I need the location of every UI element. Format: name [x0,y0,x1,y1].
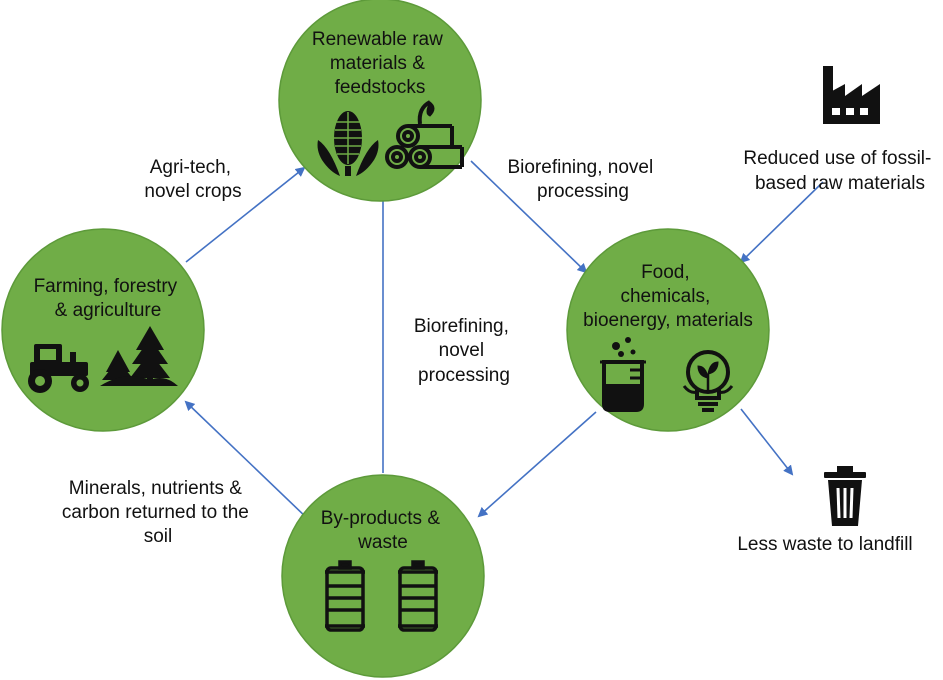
node-circle [1,228,205,432]
edge-label-agritech: Agri-tech, novel crops [144,157,241,202]
node-byproducts: By-products & waste [281,474,485,678]
label-line: novel crops [144,181,241,202]
label-line: Reduced use of fossil- [743,148,931,169]
label-line: feedstocks [335,77,426,98]
node-products: Food, chemicals, bioenergy, materials [566,228,770,432]
arrow-farming-to-renewable [185,166,306,263]
node-circle [281,474,485,678]
edge-label-biorefining-top: Biorefining, novel processing [507,157,658,202]
arrow-fossil-to-products [739,181,824,264]
edge-label-biorefining-center: Biorefining, novel processing [414,316,514,386]
label-line: Biorefining, [414,316,509,337]
node-label: By-products & waste [321,508,446,553]
trees-icon [100,326,178,386]
label-line: waste [357,532,408,553]
node-label: Farming, forestry & agriculture [34,276,183,321]
label-line: Less waste to landfill [737,534,912,555]
trash-bin-icon [824,466,866,526]
arrow-products-to-landfill [740,408,794,476]
external-landfill: Less waste to landfill [737,466,913,555]
label-line: materials & [330,53,425,74]
label-line: Farming, forestry [34,276,178,297]
label-line: bioenergy, materials [583,310,753,331]
barrel-icon [398,560,438,632]
tractor-icon [28,344,89,393]
node-label: Renewable raw materials & feedstocks [312,29,448,98]
label-line: & agriculture [55,300,162,321]
node-circle [566,228,770,432]
label-line: Food, [641,262,690,283]
flow-arrows [184,160,824,521]
node-farming: Farming, forestry & agriculture [1,228,205,432]
label-line: carbon returned to the [62,502,249,523]
node-renewable: Renewable raw materials & feedstocks [278,0,482,202]
node-circle [278,0,482,202]
label-line: Biorefining, novel [507,157,653,178]
label-line: Minerals, nutrients & [69,478,243,499]
label-line: processing [418,365,510,386]
fossil-label: Reduced use of fossil- based raw materia… [743,148,936,194]
node-label: Food, chemicals, bioenergy, materials [583,262,753,331]
beaker-icon [600,337,646,412]
arrow-byproducts-to-farming [184,400,310,521]
label-line: By-products & [321,508,441,529]
edge-label-minerals: Minerals, nutrients & carbon returned to… [62,478,254,547]
landfill-label: Less waste to landfill [737,534,912,555]
label-line: Agri-tech, [150,157,231,178]
label-line: chemicals, [620,286,710,307]
lightbulb-icon [682,350,734,412]
corn-icon [317,111,379,176]
factory-icon [823,66,880,124]
logs-icon [385,100,464,169]
arrow-products-to-byproducts [477,411,597,518]
arrow-renewable-to-products [470,160,588,274]
label-line: processing [537,181,629,202]
barrel-icon [325,560,365,632]
external-fossil: Reduced use of fossil- based raw materia… [743,66,936,194]
label-line: based raw materials [755,173,925,194]
label-line: novel [439,340,484,361]
label-line: soil [144,526,173,547]
label-line: Renewable raw [312,29,443,50]
